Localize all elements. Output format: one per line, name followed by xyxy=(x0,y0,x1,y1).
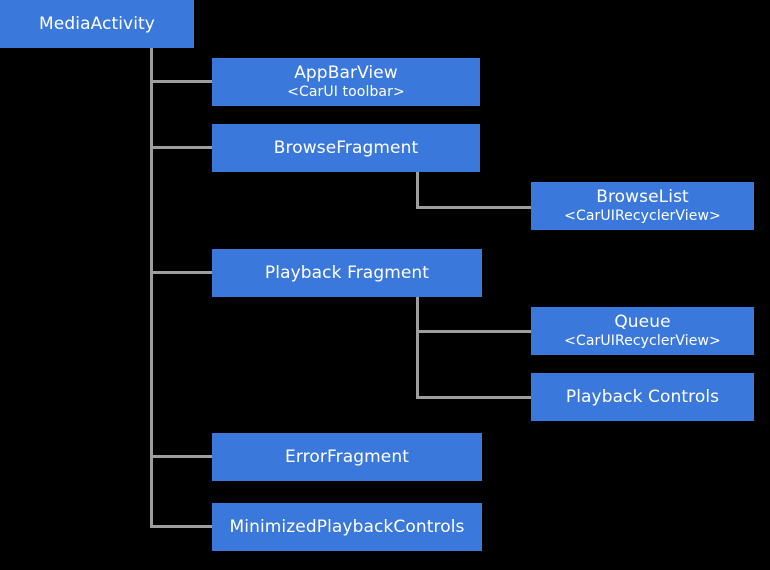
node-browse-list-subtitle: <CarUIRecyclerView> xyxy=(564,207,721,224)
node-minimized-playback-controls-title: MinimizedPlaybackControls xyxy=(229,516,465,537)
node-queue-subtitle: <CarUIRecyclerView> xyxy=(564,332,721,349)
connector-playback-fragment-to-queue xyxy=(416,330,533,333)
node-app-bar-view[interactable]: AppBarView <CarUI toolbar> xyxy=(212,58,480,106)
node-queue-title: Queue xyxy=(614,311,671,332)
connector-playback-fragment-trunk xyxy=(416,296,419,399)
node-error-fragment-title: ErrorFragment xyxy=(285,446,409,467)
node-browse-list-title: BrowseList xyxy=(596,186,689,207)
connector-media-activity-to-playback-fragment xyxy=(150,271,214,274)
node-app-bar-view-subtitle: <CarUI toolbar> xyxy=(287,83,405,100)
connector-media-activity-to-app-bar-view xyxy=(150,80,214,83)
node-media-activity[interactable]: MediaActivity xyxy=(0,0,194,48)
connector-media-activity-trunk xyxy=(150,47,153,528)
connector-playback-fragment-to-playback-controls xyxy=(416,396,533,399)
connector-media-activity-to-error-fragment xyxy=(150,455,214,458)
node-playback-controls[interactable]: Playback Controls xyxy=(531,373,754,421)
node-playback-fragment-title: Playback Fragment xyxy=(264,262,430,283)
node-browse-fragment[interactable]: BrowseFragment xyxy=(212,124,480,172)
connector-browse-fragment-trunk xyxy=(416,171,419,209)
node-browse-list[interactable]: BrowseList <CarUIRecyclerView> xyxy=(531,182,754,230)
node-queue[interactable]: Queue <CarUIRecyclerView> xyxy=(531,307,754,355)
node-error-fragment[interactable]: ErrorFragment xyxy=(212,433,482,481)
node-app-bar-view-title: AppBarView xyxy=(294,62,398,83)
node-media-activity-title: MediaActivity xyxy=(39,13,155,34)
connector-media-activity-to-minimized-playback-controls xyxy=(150,525,214,528)
node-playback-fragment[interactable]: Playback Fragment xyxy=(212,249,482,297)
connector-browse-fragment-to-browse-list xyxy=(416,206,533,209)
node-minimized-playback-controls[interactable]: MinimizedPlaybackControls xyxy=(212,503,482,551)
node-browse-fragment-title: BrowseFragment xyxy=(273,137,419,158)
connector-media-activity-to-browse-fragment xyxy=(150,146,214,149)
node-playback-controls-title: Playback Controls xyxy=(565,386,720,407)
